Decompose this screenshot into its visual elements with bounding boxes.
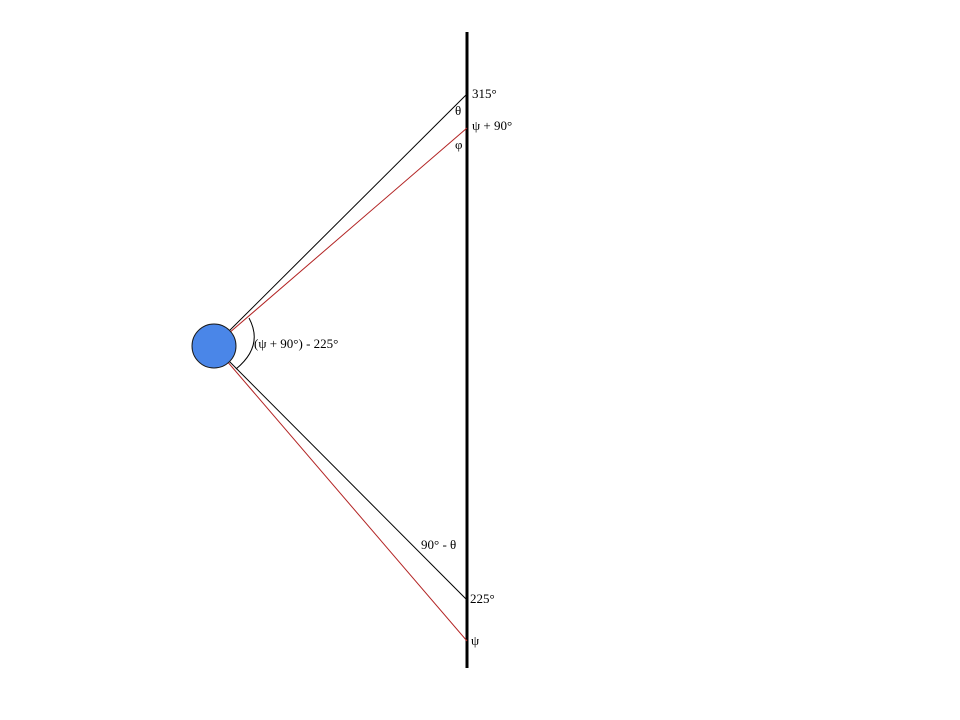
label-315: 315° xyxy=(472,86,497,101)
label-90-minus-theta: 90° - θ xyxy=(421,537,456,552)
label-theta: θ xyxy=(455,103,461,118)
ray-to-psi-plus-90 xyxy=(213,127,468,347)
ray-to-315 xyxy=(213,93,468,347)
label-225: 225° xyxy=(470,591,495,606)
label-center-angle: (ψ + 90°) - 225° xyxy=(254,336,338,351)
center-angle-arc xyxy=(235,317,255,370)
label-psi-plus-90: ψ + 90° xyxy=(472,118,512,133)
ray-to-225 xyxy=(213,345,468,601)
label-psi: ψ xyxy=(471,633,479,648)
ray-to-psi xyxy=(213,345,468,642)
source-circle xyxy=(191,323,237,369)
label-phi: φ xyxy=(455,137,463,152)
